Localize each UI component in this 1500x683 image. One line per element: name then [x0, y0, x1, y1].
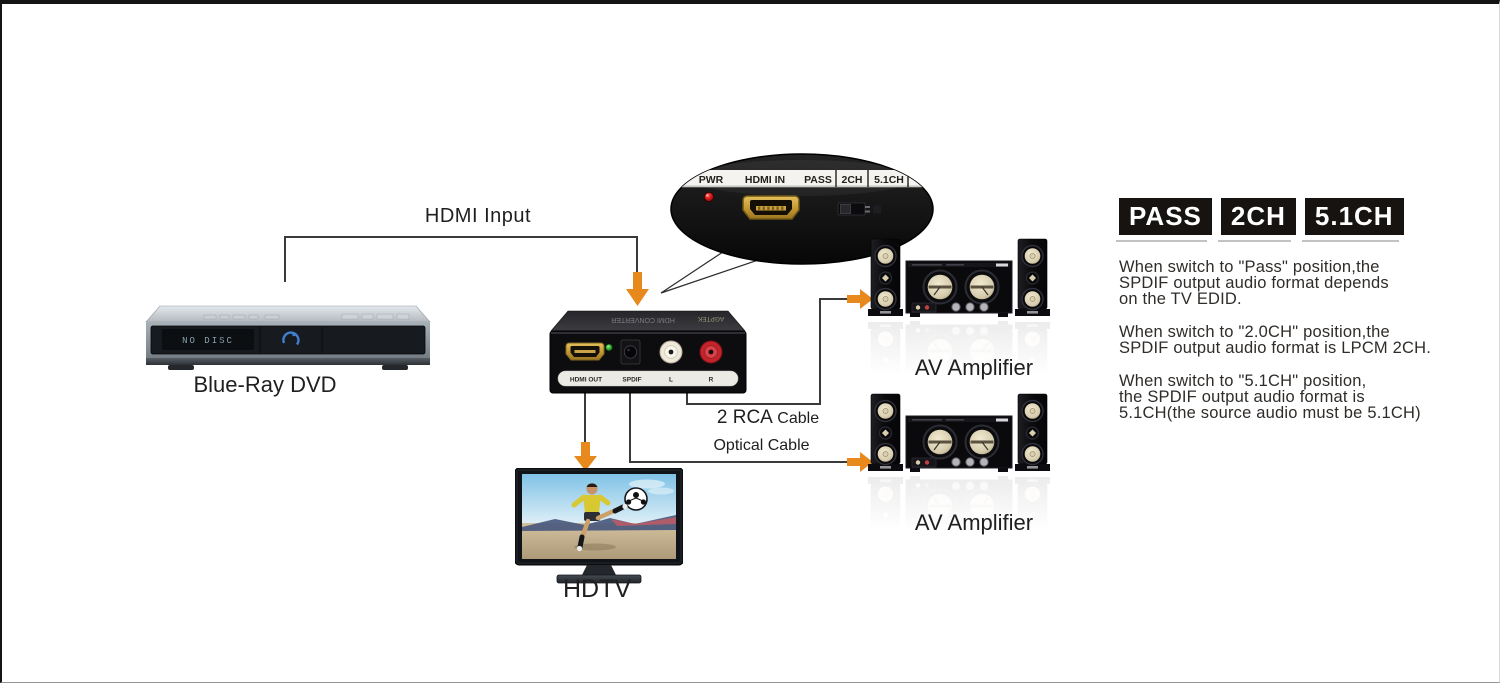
av-amplifier-top — [868, 237, 1050, 375]
pwr-label: PWR — [699, 174, 724, 186]
tv-stand-neck — [582, 565, 616, 575]
bluray-logo-icon — [282, 331, 300, 346]
rear-panel-callout: PWR HDMI IN PASS 2CH 5.1CH — [670, 153, 934, 265]
av-amplifier-bottom-label: AV Amplifier — [914, 510, 1034, 535]
rca-r-port — [699, 340, 723, 364]
2ch-description: When switch to "2.0CH" position,the SPDI… — [1119, 323, 1499, 357]
hdmi-out-label: HDMI OUT — [570, 377, 602, 384]
player-foot — [382, 365, 408, 370]
rca-cable-label-big: 2 RCA — [716, 407, 773, 428]
player-base — [146, 358, 430, 365]
converter-top-text: HDMI CONVERTER — [611, 316, 675, 323]
av-amplifier-top-label: AV Amplifier — [914, 355, 1034, 380]
text-line: on the TV EDID. — [1119, 290, 1242, 308]
soccer-player — [571, 483, 628, 552]
optical-cable-line — [629, 392, 848, 463]
player-top-buttons — [203, 313, 410, 320]
badge-2ch: 2CH — [1217, 198, 1296, 242]
down-arrow-icon — [574, 442, 597, 471]
converter-port-strip — [557, 370, 739, 387]
text-line: the SPDIF output audio format is — [1119, 388, 1365, 406]
51ch-description: When switch to "5.1CH" position, the SPD… — [1119, 372, 1499, 422]
tv-stand-base — [556, 574, 642, 584]
hdmi-in-port — [742, 195, 800, 220]
hdmi-input-line — [284, 236, 638, 282]
power-led — [704, 192, 715, 203]
hdmi-converter: HDMI CONVERTER AGPTEK HDMI OUT SPDIF L R — [549, 310, 747, 394]
down-arrow-icon — [626, 272, 649, 306]
badge-pass: PASS — [1116, 198, 1212, 242]
pass-description: When switch to "Pass" position,the SPDIF… — [1119, 258, 1499, 308]
text-line: When switch to "5.1CH" position, — [1119, 372, 1367, 390]
rca-cable-label-small: Cable — [777, 410, 820, 427]
spdif-port — [620, 339, 641, 365]
51ch-label: 5.1CH — [874, 174, 904, 186]
optical-cable-label: Optical Cable — [713, 437, 810, 454]
text-line: When switch to "Pass" position,the — [1119, 258, 1380, 276]
rca-l-port — [659, 340, 683, 364]
2ch-label: 2CH — [841, 174, 862, 186]
av-amplifier-bottom — [868, 392, 1050, 530]
status-led — [605, 343, 613, 352]
converter-brand-text: AGPTEK — [697, 315, 724, 322]
text-line: SPDIF output audio format depends — [1119, 274, 1389, 292]
bluray-player: NO DISC — [145, 305, 431, 370]
tv-screen — [522, 474, 676, 559]
mode-descriptions: When switch to "Pass" position,the SPDIF… — [1119, 258, 1499, 422]
bluray-label: Blue-Ray DVD — [193, 372, 337, 397]
badge-51ch: 5.1CH — [1301, 198, 1404, 242]
hdmi-in-label: HDMI IN — [745, 174, 785, 186]
player-display — [162, 329, 254, 350]
text-line: SPDIF output audio format is LPCM 2CH. — [1119, 339, 1432, 357]
hdmi-input-label: HDMI Input — [424, 205, 532, 227]
hdmi-out-port — [565, 342, 605, 361]
text-line: 5.1CH(the source audio must be 5.1CH) — [1119, 404, 1421, 422]
player-foot — [168, 365, 194, 370]
right-arrow-icon — [847, 289, 873, 309]
soccer-ball — [624, 487, 648, 511]
right-arrow-icon — [847, 452, 873, 472]
pass-label: PASS — [804, 174, 832, 186]
mode-switch — [837, 202, 881, 216]
player-display-text: NO DISC — [182, 336, 234, 346]
hdtv — [515, 468, 683, 584]
text-line: When switch to "2.0CH" position,the — [1119, 323, 1390, 341]
rca-cable-line — [686, 298, 848, 405]
port-label-strip — [672, 170, 932, 187]
info-panel: PASS 2CH 5.1CH When switch to "Pass" pos… — [1116, 198, 1499, 438]
hdtv-label: HDTV — [562, 575, 632, 603]
rca-cable-label: 2 RCA Cable — [692, 407, 844, 429]
spdif-label: SPDIF — [622, 377, 641, 384]
r-label: R — [709, 377, 714, 384]
mode-badges: PASS 2CH 5.1CH — [1116, 198, 1499, 242]
l-label: L — [669, 377, 673, 384]
